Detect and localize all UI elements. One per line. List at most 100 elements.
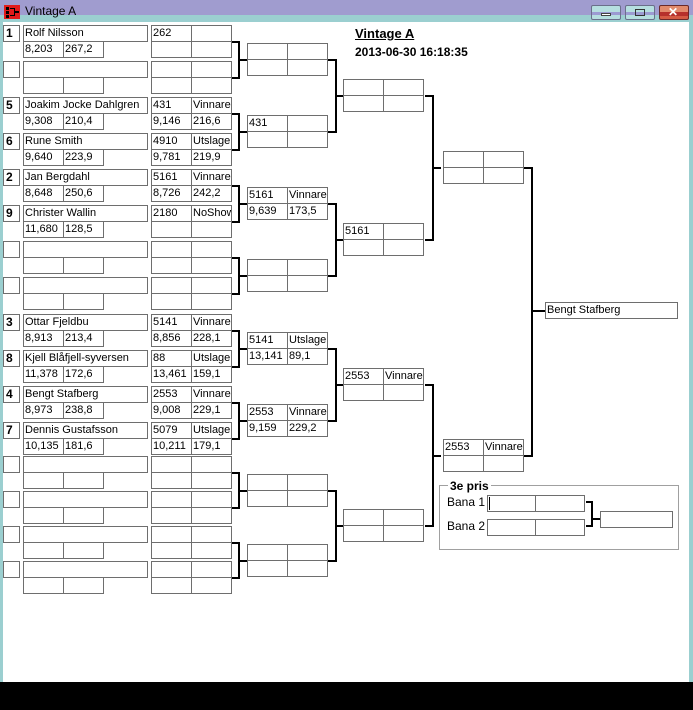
player-name-field[interactable]: Kjell Blåfjell-syversen <box>23 350 148 367</box>
car-number-field[interactable]: 2553 <box>343 368 384 385</box>
race-speed-field[interactable] <box>287 275 328 292</box>
car-number-field[interactable] <box>151 526 192 543</box>
status-field[interactable]: Vinnare <box>287 187 328 204</box>
car-number-field[interactable]: 5141 <box>247 332 288 349</box>
status-field[interactable]: Utslager <box>191 133 232 150</box>
player-name-field[interactable]: Rolf Nilsson <box>23 25 148 42</box>
race-speed-field[interactable] <box>287 490 328 507</box>
car-number-field[interactable]: 262 <box>151 25 192 42</box>
race-time-field[interactable]: 13,461 <box>151 366 192 383</box>
race-time-field[interactable] <box>151 472 192 489</box>
race-time-field[interactable] <box>343 384 384 401</box>
qual-time-field[interactable] <box>23 77 64 94</box>
status-field[interactable]: Utslager <box>191 422 232 439</box>
race-speed-field[interactable] <box>287 131 328 148</box>
car-number-field[interactable]: 5141 <box>151 314 192 331</box>
race-speed-field[interactable]: 173,5 <box>287 203 328 220</box>
car-number-field[interactable]: 431 <box>151 97 192 114</box>
close-button[interactable]: ✕ <box>659 5 689 20</box>
race-time-field[interactable]: 8,856 <box>151 330 192 347</box>
race-speed-field[interactable] <box>483 167 524 184</box>
race-time-field[interactable]: 13,141 <box>247 348 288 365</box>
race-time-field[interactable]: 9,008 <box>151 402 192 419</box>
player-name-field[interactable]: Bengt Stafberg <box>23 386 148 403</box>
car-number-field[interactable]: 431 <box>247 115 288 132</box>
status-field[interactable]: Vinnare <box>191 386 232 403</box>
car-number-field[interactable] <box>151 241 192 258</box>
status-field[interactable] <box>191 25 232 42</box>
race-speed-field[interactable] <box>191 41 232 58</box>
race-speed-field[interactable] <box>191 472 232 489</box>
race-speed-field[interactable]: 216,6 <box>191 113 232 130</box>
car-number-field[interactable] <box>247 474 288 491</box>
player-name-field[interactable] <box>23 491 148 508</box>
status-field[interactable] <box>191 61 232 78</box>
race-speed-field[interactable]: 219,9 <box>191 149 232 166</box>
race-time-field[interactable] <box>151 77 192 94</box>
race-speed-field[interactable] <box>191 257 232 274</box>
car-number-field[interactable]: 88 <box>151 350 192 367</box>
race-time-field[interactable] <box>151 41 192 58</box>
status-field[interactable] <box>191 561 232 578</box>
car-number-field[interactable] <box>343 79 384 96</box>
race-speed-field[interactable] <box>191 542 232 559</box>
qual-time-field[interactable] <box>23 472 64 489</box>
player-name-field[interactable]: Joakim Jocke Dahlgren <box>23 97 148 114</box>
qual-speed-field[interactable]: 223,9 <box>63 149 104 166</box>
status-field[interactable] <box>383 223 424 240</box>
race-speed-field[interactable]: 229,2 <box>287 420 328 437</box>
car-number-field[interactable] <box>151 277 192 294</box>
qual-speed-field[interactable]: 210,4 <box>63 113 104 130</box>
status-field[interactable] <box>287 474 328 491</box>
maximize-button[interactable] <box>625 5 655 20</box>
qual-speed-field[interactable] <box>63 577 104 594</box>
race-speed-field[interactable]: 229,1 <box>191 402 232 419</box>
status-field[interactable] <box>191 456 232 473</box>
player-name-field[interactable] <box>23 241 148 258</box>
race-speed-field[interactable]: 242,2 <box>191 185 232 202</box>
qual-time-field[interactable] <box>23 577 64 594</box>
race-time-field[interactable] <box>247 59 288 76</box>
player-name-field[interactable]: Ottar Fjeldbu <box>23 314 148 331</box>
race-speed-field[interactable]: 159,1 <box>191 366 232 383</box>
status-field[interactable] <box>191 277 232 294</box>
car-number-field[interactable]: 2553 <box>443 439 484 456</box>
race-time-field[interactable] <box>443 167 484 184</box>
player-name-field[interactable] <box>23 277 148 294</box>
status-field[interactable]: Vinnare <box>191 314 232 331</box>
race-time-field[interactable]: 8,726 <box>151 185 192 202</box>
qual-time-field[interactable]: 8,203 <box>23 41 64 58</box>
race-speed-field[interactable] <box>383 95 424 112</box>
race-time-field[interactable] <box>151 293 192 310</box>
qual-time-field[interactable] <box>23 293 64 310</box>
qual-speed-field[interactable] <box>63 472 104 489</box>
qual-time-field[interactable]: 10,135 <box>23 438 64 455</box>
status-field[interactable]: Utslager <box>287 332 328 349</box>
qual-speed-field[interactable] <box>63 293 104 310</box>
race-time-field[interactable]: 9,639 <box>247 203 288 220</box>
status-field[interactable] <box>383 79 424 96</box>
status-field[interactable] <box>383 509 424 526</box>
qual-speed-field[interactable]: 213,4 <box>63 330 104 347</box>
lane1-number-field[interactable] <box>487 495 536 512</box>
player-name-field[interactable]: Jan Bergdahl <box>23 169 148 186</box>
car-number-field[interactable] <box>343 509 384 526</box>
status-field[interactable] <box>191 241 232 258</box>
race-speed-field[interactable] <box>191 293 232 310</box>
status-field[interactable]: Vinnare <box>287 404 328 421</box>
player-name-field[interactable]: Dennis Gustafsson <box>23 422 148 439</box>
qual-time-field[interactable]: 9,640 <box>23 149 64 166</box>
race-speed-field[interactable]: 179,1 <box>191 438 232 455</box>
winner-field[interactable]: Bengt Stafberg <box>545 302 678 319</box>
race-time-field[interactable]: 10,211 <box>151 438 192 455</box>
player-name-field[interactable]: Rune Smith <box>23 133 148 150</box>
qual-speed-field[interactable] <box>63 507 104 524</box>
lane2-status-field[interactable] <box>535 519 585 536</box>
race-time-field[interactable]: 9,146 <box>151 113 192 130</box>
car-number-field[interactable] <box>247 259 288 276</box>
qual-time-field[interactable]: 8,648 <box>23 185 64 202</box>
race-time-field[interactable] <box>151 221 192 238</box>
qual-speed-field[interactable]: 128,5 <box>63 221 104 238</box>
race-time-field[interactable] <box>151 507 192 524</box>
car-number-field[interactable]: 5161 <box>247 187 288 204</box>
